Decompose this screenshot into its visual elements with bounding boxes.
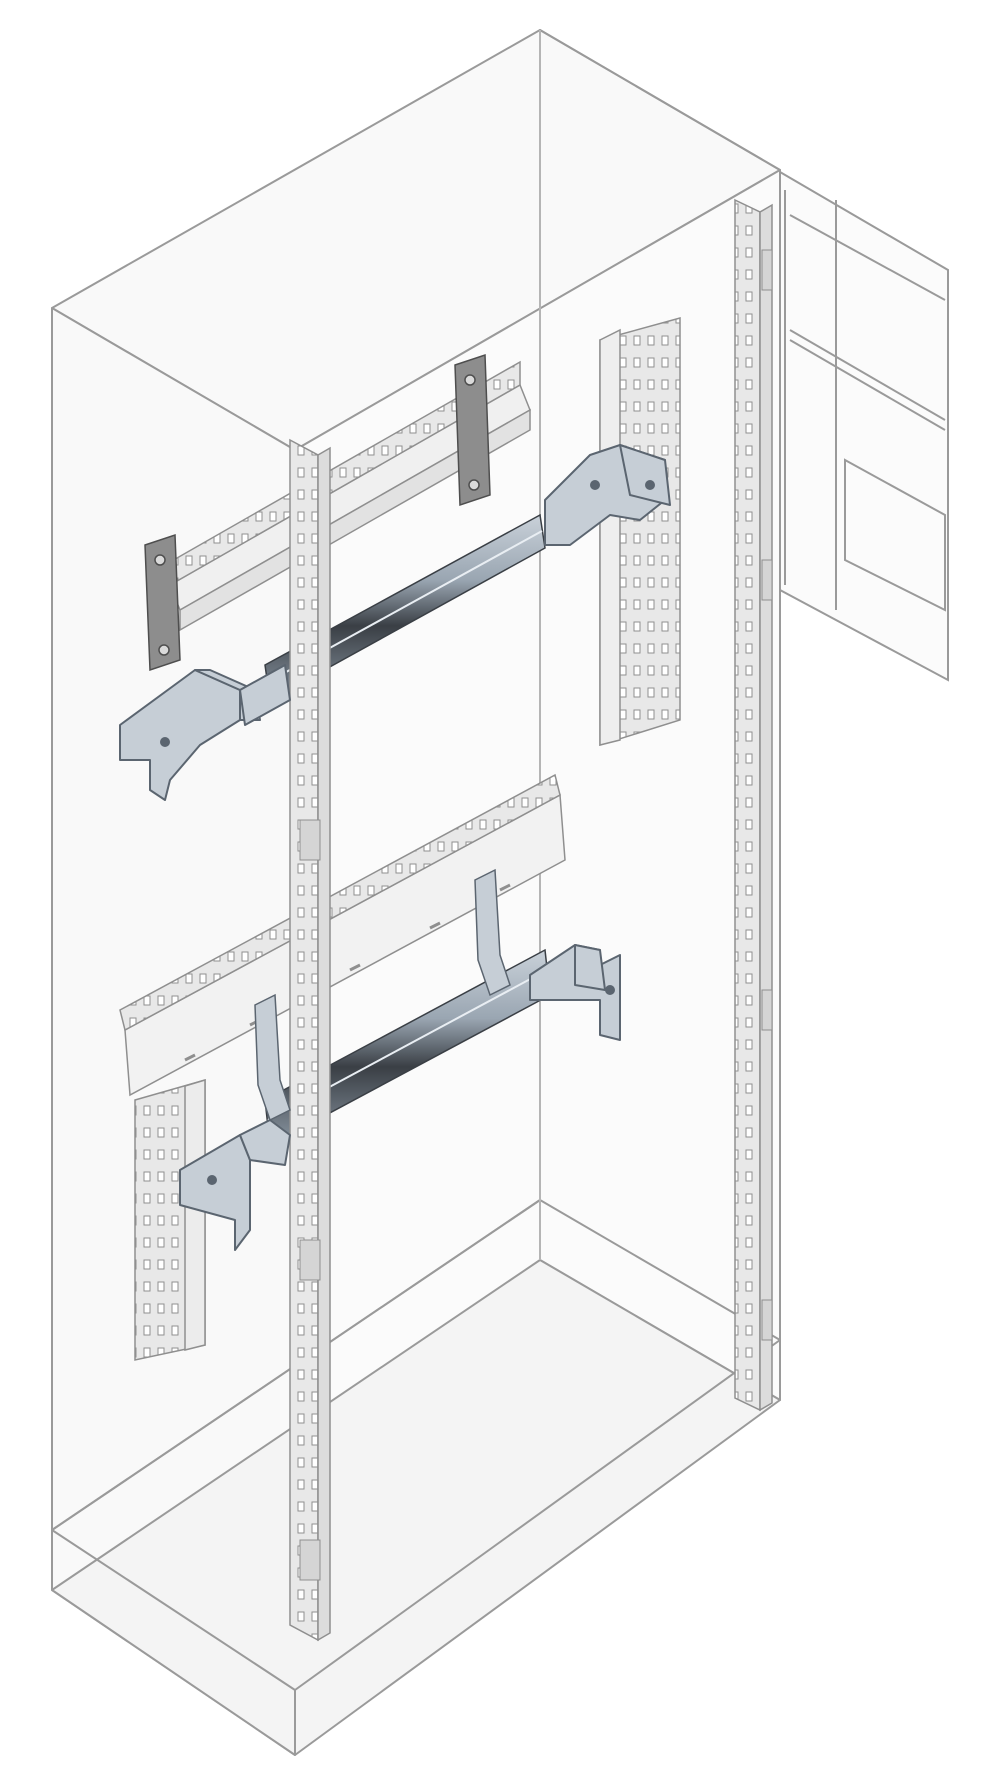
lower-left-strap bbox=[254, 993, 291, 1122]
lower-right-bracket bbox=[529, 944, 621, 1041]
door-panel bbox=[779, 170, 949, 682]
lower-cable-duct bbox=[119, 773, 566, 1097]
lower-left-bracket bbox=[179, 1119, 291, 1251]
upper-right-bracket bbox=[544, 444, 671, 546]
left-vertical-cable-duct bbox=[134, 1078, 206, 1361]
lower-middle-strap bbox=[474, 868, 511, 997]
rear-upright-rail bbox=[734, 198, 773, 1412]
upper-left-strap bbox=[144, 533, 181, 672]
upper-middle-strap bbox=[454, 353, 491, 507]
front-upright-rail bbox=[289, 438, 331, 1642]
vertical-cable-duct bbox=[599, 317, 681, 747]
upper-left-bracket bbox=[119, 664, 291, 801]
upper-cable-duct bbox=[169, 360, 531, 632]
